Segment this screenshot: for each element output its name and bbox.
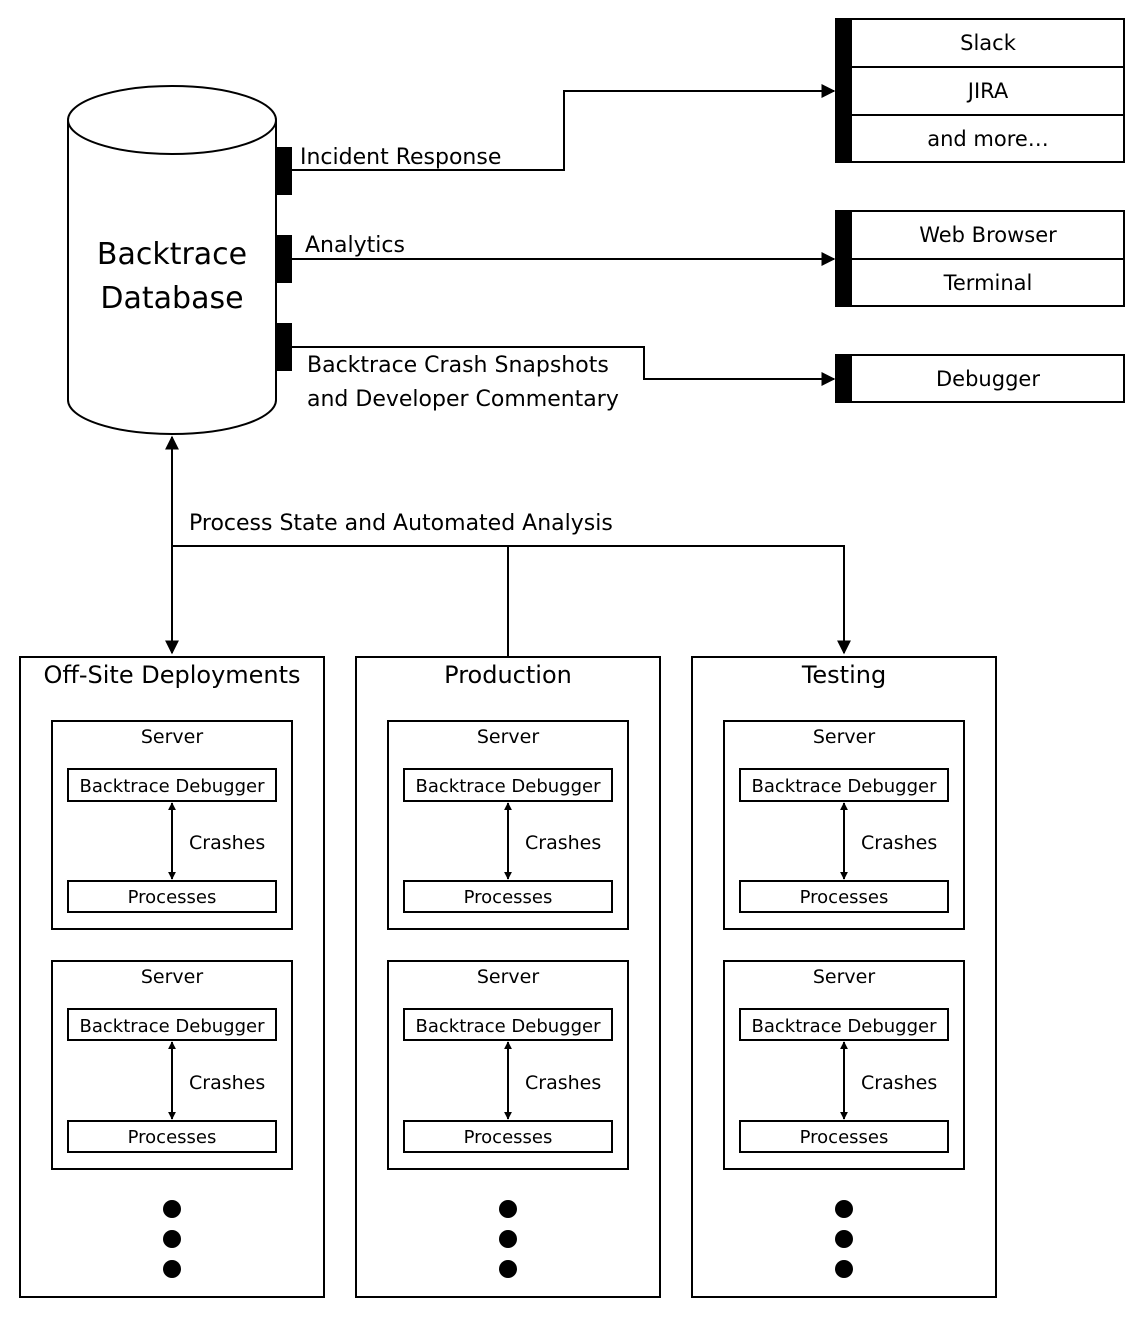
backtrace-debugger-box — [403, 1008, 613, 1041]
backtrace-debugger-box — [67, 768, 277, 802]
processes-label: Processes — [128, 1127, 217, 1148]
crashes-label: Crashes — [861, 832, 937, 854]
ellipsis-dot — [835, 1230, 853, 1248]
processes-box — [403, 880, 613, 913]
backtrace-database: Backtrace Database — [67, 85, 292, 435]
backtrace-debugger-label: Backtrace Debugger — [80, 1016, 266, 1037]
db-port-snapshots — [276, 323, 292, 371]
ingest-label: Process State and Automated Analysis — [189, 511, 613, 536]
tool-debugger: Debugger — [936, 367, 1040, 391]
tool-and-more: and more… — [927, 127, 1049, 151]
tool-stack-analytics: Web Browser Terminal — [835, 210, 1125, 307]
backtrace-debugger-label: Backtrace Debugger — [752, 776, 938, 797]
backtrace-debugger-box — [739, 768, 949, 802]
edge-label-snapshots-line2: and Developer Commentary — [307, 387, 619, 412]
backtrace-debugger-box — [739, 1008, 949, 1041]
processes-label: Processes — [464, 1127, 553, 1148]
ellipsis-dot — [163, 1200, 181, 1218]
backtrace-debugger-box — [67, 1008, 277, 1041]
server-title: Server — [477, 726, 539, 748]
tool-stack-incident: Slack JIRA and more… — [835, 18, 1125, 163]
ellipsis-dot — [499, 1260, 517, 1278]
group-title: Testing — [801, 661, 886, 689]
db-port-incident — [276, 147, 292, 195]
database-label-line1: Backtrace — [97, 237, 247, 272]
database-label-line2: Database — [100, 281, 243, 316]
database-top — [67, 85, 277, 155]
ellipsis-dot — [163, 1260, 181, 1278]
processes-box — [67, 880, 277, 913]
crashes-label: Crashes — [861, 1072, 937, 1094]
ellipsis-dot — [499, 1230, 517, 1248]
crashes-label: Crashes — [189, 1072, 265, 1094]
processes-box — [67, 1120, 277, 1153]
group-title: Production — [444, 661, 572, 689]
processes-label: Processes — [800, 1127, 889, 1148]
tool-slack: Slack — [960, 31, 1017, 55]
backtrace-debugger-label: Backtrace Debugger — [416, 776, 602, 797]
server-title: Server — [813, 966, 875, 988]
backtrace-debugger-box — [403, 768, 613, 802]
tool-terminal: Terminal — [943, 271, 1033, 295]
processes-box — [739, 1120, 949, 1153]
ingest-bus — [172, 545, 851, 655]
server-title: Server — [477, 966, 539, 988]
edge-label-analytics: Analytics — [305, 233, 405, 258]
ellipsis-dot — [163, 1230, 181, 1248]
edge-label-snapshots-line1: Backtrace Crash Snapshots — [307, 353, 609, 378]
processes-label: Processes — [800, 887, 889, 908]
ellipsis-dot — [835, 1200, 853, 1218]
tool-stack-debugger: Debugger — [835, 354, 1125, 403]
crashes-label: Crashes — [189, 832, 265, 854]
database-body — [67, 120, 277, 435]
crashes-label: Crashes — [525, 1072, 601, 1094]
db-port-analytics — [276, 235, 292, 283]
crashes-label: Crashes — [525, 832, 601, 854]
backtrace-debugger-label: Backtrace Debugger — [416, 1016, 602, 1037]
ellipsis-dot — [835, 1260, 853, 1278]
server-title: Server — [141, 726, 203, 748]
server-title: Server — [813, 726, 875, 748]
edge-label-incident-response: Incident Response — [300, 145, 501, 170]
processes-box — [403, 1120, 613, 1153]
tool-web-browser: Web Browser — [919, 223, 1057, 247]
processes-box — [739, 880, 949, 913]
tool-jira: JIRA — [966, 79, 1009, 103]
group-title: Off-Site Deployments — [43, 661, 300, 689]
output-edges: Incident Response Analytics Backtrace Cr… — [292, 84, 836, 412]
ellipsis-dot — [499, 1200, 517, 1218]
backtrace-debugger-label: Backtrace Debugger — [752, 1016, 938, 1037]
processes-label: Processes — [464, 887, 553, 908]
edge-incident-response — [292, 84, 836, 171]
backtrace-debugger-label: Backtrace Debugger — [80, 776, 266, 797]
processes-label: Processes — [128, 887, 217, 908]
ingest-network: Process State and Automated Analysis — [165, 435, 851, 657]
edge-crash-snapshots — [292, 346, 836, 386]
server-title: Server — [141, 966, 203, 988]
